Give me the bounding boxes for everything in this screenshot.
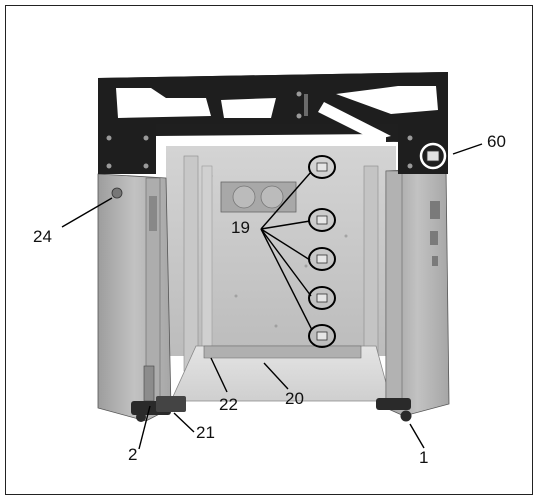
screw-60 xyxy=(426,150,440,162)
caster-right xyxy=(376,398,412,422)
frame-assembly-photo xyxy=(61,72,483,450)
callout-2: 2 xyxy=(128,445,138,464)
right-panel-components xyxy=(430,201,440,266)
base-rail-21 xyxy=(156,396,186,412)
top-bracket xyxy=(98,72,448,174)
callout-60: 60 xyxy=(487,132,506,151)
screws-19 xyxy=(316,162,328,341)
callout-24: 24 xyxy=(33,227,52,246)
callout-20: 20 xyxy=(285,389,304,408)
inner-rail-left-2 xyxy=(201,165,213,352)
inner-rail-right xyxy=(363,165,379,367)
leader-lines xyxy=(61,143,483,450)
callout-22: 22 xyxy=(219,395,238,414)
left-lower-bracket xyxy=(143,365,155,402)
left-bracket xyxy=(149,196,157,231)
callout-21: 21 xyxy=(196,423,215,442)
screw-24 xyxy=(111,187,123,199)
callout-19: 19 xyxy=(231,218,250,237)
right-side-edge xyxy=(385,170,403,410)
callout-circle-60 xyxy=(419,142,447,170)
back-panel xyxy=(166,146,396,356)
cross-member-20 xyxy=(203,345,362,359)
callout-1: 1 xyxy=(419,448,429,467)
vent-grille xyxy=(220,181,297,213)
figure-frame: 60 24 19 22 20 21 2 1 xyxy=(5,5,533,495)
inner-rail-left xyxy=(183,155,199,372)
